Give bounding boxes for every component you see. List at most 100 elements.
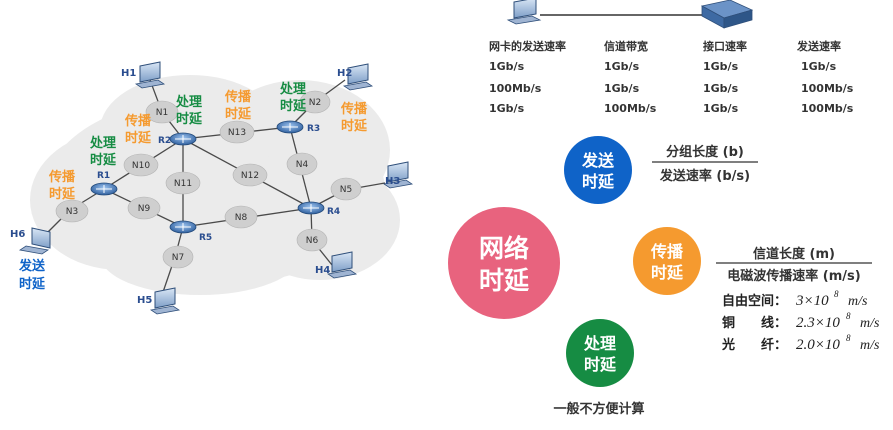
label-n5: N5 (340, 185, 352, 195)
processing-delay-line2: 时延 (584, 355, 617, 374)
propagation-speeds: 自由空间： 3×10 8 m/s 铜 线： 2.3×10 8 m/s 光 纤： … (721, 289, 880, 353)
node-n12 (232, 163, 268, 187)
label-h4: H4 (315, 265, 330, 276)
label-n13: N13 (228, 128, 246, 138)
svg-text:8: 8 (846, 333, 851, 343)
label-n4: N4 (296, 160, 309, 170)
label-r3: R3 (307, 124, 320, 134)
label-n9: N9 (138, 204, 151, 214)
host-h2-icon (342, 63, 374, 91)
proc-label-r1-line2: 时延 (90, 152, 117, 168)
transmission-delay-circle: 发送 时延 (564, 136, 632, 204)
node-n4 (286, 152, 318, 176)
table-cell: 1Gb/s (801, 60, 837, 73)
propagation-numerator: 信道长度 (m) (753, 246, 835, 262)
table-cell: 1Gb/s (489, 102, 525, 115)
node-n11 (165, 171, 201, 195)
label-n10: N10 (132, 161, 150, 171)
router-r3-icon (276, 120, 304, 134)
table-header-3: 发送速率 (796, 39, 841, 53)
transmission-delay-line1: 发送 (581, 151, 615, 170)
table-cell: 1Gb/s (604, 82, 640, 95)
host-h5-icon (149, 287, 181, 315)
label-h5: H5 (137, 295, 152, 306)
label-n6: N6 (306, 236, 319, 246)
speed-row: 自由空间： 3×10 8 m/s (722, 289, 868, 309)
label-h1: H1 (121, 68, 136, 79)
trans-label-h6-line2: 时延 (19, 276, 46, 292)
transmission-formula: 分组长度 (b) 发送速率 (b/s) (652, 144, 758, 184)
label-r1: R1 (97, 171, 110, 181)
proc-label-r2-line1: 处理 (175, 94, 202, 110)
host-labels: H1 H2 H3 H4 H5 H6 (10, 68, 400, 306)
propagation-delay-circle: 传播 时延 (633, 227, 701, 295)
table-header-0: 网卡的发送速率 (489, 39, 566, 53)
node-n8 (224, 205, 258, 229)
processing-note: 一般不方便计算 (553, 401, 644, 417)
node-n5 (330, 177, 362, 201)
speed-row: 光 纤： 2.0×10 8 m/s (721, 333, 880, 353)
propagation-formula: 信道长度 (m) 电磁波传播速率 (m/s) (716, 246, 872, 284)
top-link-illustration (506, 0, 754, 29)
node-n7 (162, 245, 194, 269)
prop-label-a-line1: 传播 (124, 113, 152, 129)
svg-text:2.3×10: 2.3×10 (796, 315, 840, 331)
label-h2: H2 (337, 68, 352, 79)
router-r2-icon (169, 132, 197, 146)
network-delay-line2: 时延 (479, 266, 530, 295)
node-n10 (123, 153, 159, 177)
svg-text:m/s: m/s (860, 316, 880, 331)
label-n12: N12 (241, 171, 259, 181)
table-header-2: 接口速率 (703, 39, 747, 53)
node-n6 (296, 228, 328, 252)
propagation-delay-line2: 时延 (651, 263, 684, 282)
label-r2: R2 (158, 136, 171, 146)
svg-text:m/s: m/s (848, 294, 868, 309)
transmission-denominator: 发送速率 (b/s) (659, 168, 750, 184)
svg-text:自由空间：: 自由空间： (722, 293, 787, 309)
prop-label-c-line2: 时延 (341, 118, 368, 134)
propagation-denominator: 电磁波传播速率 (m/s) (727, 268, 860, 284)
label-n8: N8 (235, 213, 248, 223)
cloud-node-labels: N1 N2 N3 N4 N5 N6 N7 N8 N9 N10 N11 N12 N… (66, 98, 352, 263)
proc-label-r1-line1: 处理 (89, 135, 116, 151)
network-delay-circle: 网络 时延 (448, 207, 560, 319)
table-cell: 1Gb/s (703, 102, 739, 115)
svg-text:2.0×10: 2.0×10 (796, 337, 840, 353)
label-n2: N2 (309, 98, 321, 108)
host-h1-icon (134, 61, 166, 89)
label-h6: H6 (10, 229, 25, 240)
svg-text:8: 8 (834, 289, 839, 299)
host-h3-icon (382, 161, 414, 189)
label-r5: R5 (199, 233, 212, 243)
router-r5-icon (169, 220, 197, 234)
svg-text:铜 线：: 铜 线： (721, 315, 787, 331)
label-n7: N7 (172, 253, 184, 263)
router-r1-icon (90, 182, 118, 196)
cloud-nodes (55, 90, 362, 269)
label-n11: N11 (174, 179, 192, 189)
table-cell: 100Mb/s (604, 102, 657, 115)
table-cell: 100Mb/s (801, 102, 854, 115)
table-cell: 1Gb/s (703, 82, 739, 95)
prop-label-b-line2: 时延 (225, 106, 252, 122)
transmission-numerator: 分组长度 (b) (666, 144, 744, 160)
network-delay-labels: 处理 时延 处理 时延 处理 时延 传播 时延 传播 时延 传播 时延 传播 时… (18, 81, 368, 292)
transmission-delay-line2: 时延 (582, 172, 615, 191)
prop-label-d-line2: 时延 (49, 186, 76, 202)
node-n1 (145, 100, 179, 124)
node-n9 (127, 196, 161, 220)
speed-row: 铜 线： 2.3×10 8 m/s (721, 311, 880, 331)
proc-label-r3-line2: 时延 (280, 98, 307, 114)
label-n1: N1 (156, 108, 168, 118)
propagation-delay-line1: 传播 (650, 242, 684, 261)
prop-label-d-line1: 传播 (48, 169, 76, 185)
host-h4-icon (326, 251, 358, 279)
node-n2 (299, 90, 331, 114)
routers (90, 120, 325, 234)
proc-label-r3-line1: 处理 (279, 81, 306, 97)
prop-label-c-line1: 传播 (340, 101, 368, 117)
table-cell: 1Gb/s (703, 60, 739, 73)
router-r4-icon (297, 201, 325, 215)
